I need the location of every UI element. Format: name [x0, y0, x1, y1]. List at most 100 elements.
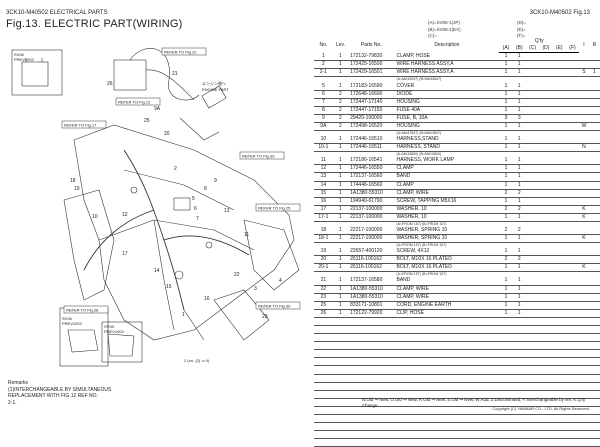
inset-tl-serial: PREV1002 — [14, 57, 35, 62]
row-r — [588, 60, 600, 70]
row-i — [579, 98, 589, 107]
row-qty-a: 1 — [499, 181, 513, 190]
row-description: CLAMP, WIRE — [394, 189, 500, 198]
blank-row — [314, 374, 600, 383]
row-qty-f — [565, 189, 580, 198]
row-description: CLAMP — [394, 164, 500, 174]
row-lev: 1 — [332, 172, 349, 182]
row-qty-e — [552, 293, 566, 302]
remarks-title: Remarks — [8, 380, 29, 386]
row-no: 23 — [314, 293, 333, 302]
row-qty-b: 2 — [512, 226, 526, 236]
row-qty-d — [539, 285, 553, 294]
callout-8: 8 — [204, 186, 207, 192]
row-qty-c — [525, 98, 540, 107]
callout-9A: 9A — [154, 106, 161, 112]
parts-table: No. Lev. Parts No. Description Q'ty I R … — [314, 38, 600, 447]
col-lev: Lev. — [335, 41, 345, 48]
row-description: CORD, ENGINE EARTH — [394, 301, 500, 310]
row-qty-f — [565, 301, 580, 310]
row-lev: 1 — [332, 263, 349, 273]
row-qty-b: 1 — [512, 301, 526, 310]
row-qty-e — [552, 234, 566, 244]
row-description: HARNESS,STAND — [394, 136, 500, 145]
ref-fig25: REFER TO Fig.25 — [258, 206, 291, 211]
row-r — [588, 143, 600, 153]
col-parts-no: Parts No. — [360, 41, 382, 48]
row-lev: 1 — [332, 189, 349, 198]
engine-side-label-jp: エンジン側へ — [202, 80, 226, 86]
row-part-number: 1A1380-55310 — [348, 293, 395, 302]
row-qty-a: 2 — [499, 205, 513, 214]
row-qty-a: 1 — [499, 301, 513, 310]
serial-note: (A=M#47847) (B=M#13847) — [396, 131, 442, 136]
callout-15: 15 — [166, 284, 172, 290]
row-qty-c — [525, 234, 540, 244]
row-r: 1 — [588, 68, 600, 78]
row-qty-e — [552, 82, 566, 91]
row-r — [588, 106, 600, 115]
row-lev: 1 — [332, 248, 349, 257]
blank-row — [314, 341, 600, 351]
row-qty-a: 2 — [499, 255, 513, 265]
row-qty-e — [552, 301, 566, 310]
row-qty-a: 1 — [499, 285, 513, 294]
row-lev: 1 — [332, 60, 349, 70]
row-qty-c — [525, 285, 540, 294]
row-qty-f — [565, 60, 580, 70]
callout-17: 17 — [122, 251, 128, 257]
row-qty-f — [565, 98, 580, 107]
row-qty-a: 1 — [499, 136, 513, 145]
row-qty-e — [552, 226, 566, 236]
col-qty-c: (C) — [525, 45, 540, 54]
callout-2: 2 — [174, 166, 177, 172]
row-lev: 2 — [332, 114, 349, 123]
row-qty-c — [525, 255, 540, 265]
row-qty-a: 1 — [499, 197, 513, 206]
row-part-number: 22657-400120 — [348, 248, 395, 257]
row-description: SCREW, TAPPING M5X16 — [394, 197, 500, 206]
row-no: 8 — [314, 106, 333, 115]
serial-c: (C)= — [428, 33, 437, 38]
remarks: Remarks (1)INTERCHANGEABLE BY SIMULTANEO… — [8, 380, 111, 406]
callout-22: 22 — [234, 272, 240, 278]
row-part-number: 174446-16560 — [348, 181, 395, 190]
row-qty-d — [539, 90, 553, 99]
row-qty-a: 1 — [499, 90, 513, 99]
ground-lug — [174, 270, 184, 280]
row-part-number: 22137-100000 — [348, 205, 395, 214]
row-no: 7 — [314, 98, 333, 107]
row-qty-f — [565, 197, 580, 206]
row-lev: 1 — [332, 181, 349, 190]
blank-row — [314, 357, 600, 367]
bottom-note: 2 (no. (2) ⇒ 4) — [184, 358, 210, 363]
callout-9: 9 — [214, 178, 217, 184]
row-qty-e — [552, 189, 566, 198]
row-part-number: 172447-17140 — [348, 98, 395, 107]
row-part-number: 1A1380-55310 — [348, 189, 395, 198]
row-i — [579, 106, 589, 115]
row-qty-f — [565, 136, 580, 145]
row-lev: 2 — [332, 98, 349, 107]
row-part-number: 172429-16501 — [348, 68, 395, 78]
row-description: BAND — [394, 277, 500, 286]
row-qty-b: 1 — [512, 90, 526, 99]
row-part-number: 194940-61790 — [348, 197, 395, 206]
row-description: BOLT, M10X 16 PLATED — [394, 263, 500, 273]
row-qty-b: 1 — [512, 136, 526, 145]
row-qty-e — [552, 309, 566, 318]
row-i: K — [579, 213, 589, 222]
row-lev: 1 — [332, 68, 349, 78]
row-qty-f — [565, 263, 580, 273]
row-qty-a: 1 — [499, 164, 513, 174]
row-no: 16 — [314, 197, 333, 206]
row-qty-c — [525, 90, 540, 99]
ref-fig12-mid: REFER TO Fig.12 — [118, 100, 151, 105]
serial-note: (A=FROM 157) (B=FROM 157) — [396, 272, 447, 277]
row-no: 18 — [314, 226, 333, 236]
